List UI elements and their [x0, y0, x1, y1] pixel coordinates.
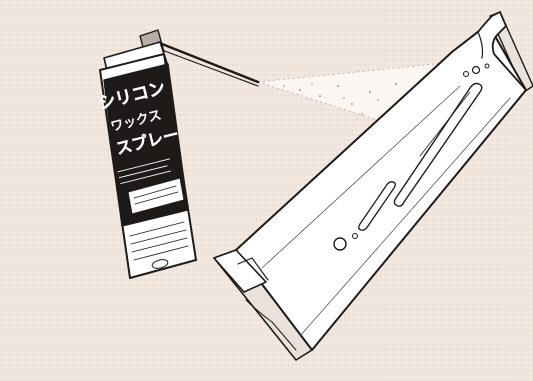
metal-plate: [214, 12, 533, 360]
